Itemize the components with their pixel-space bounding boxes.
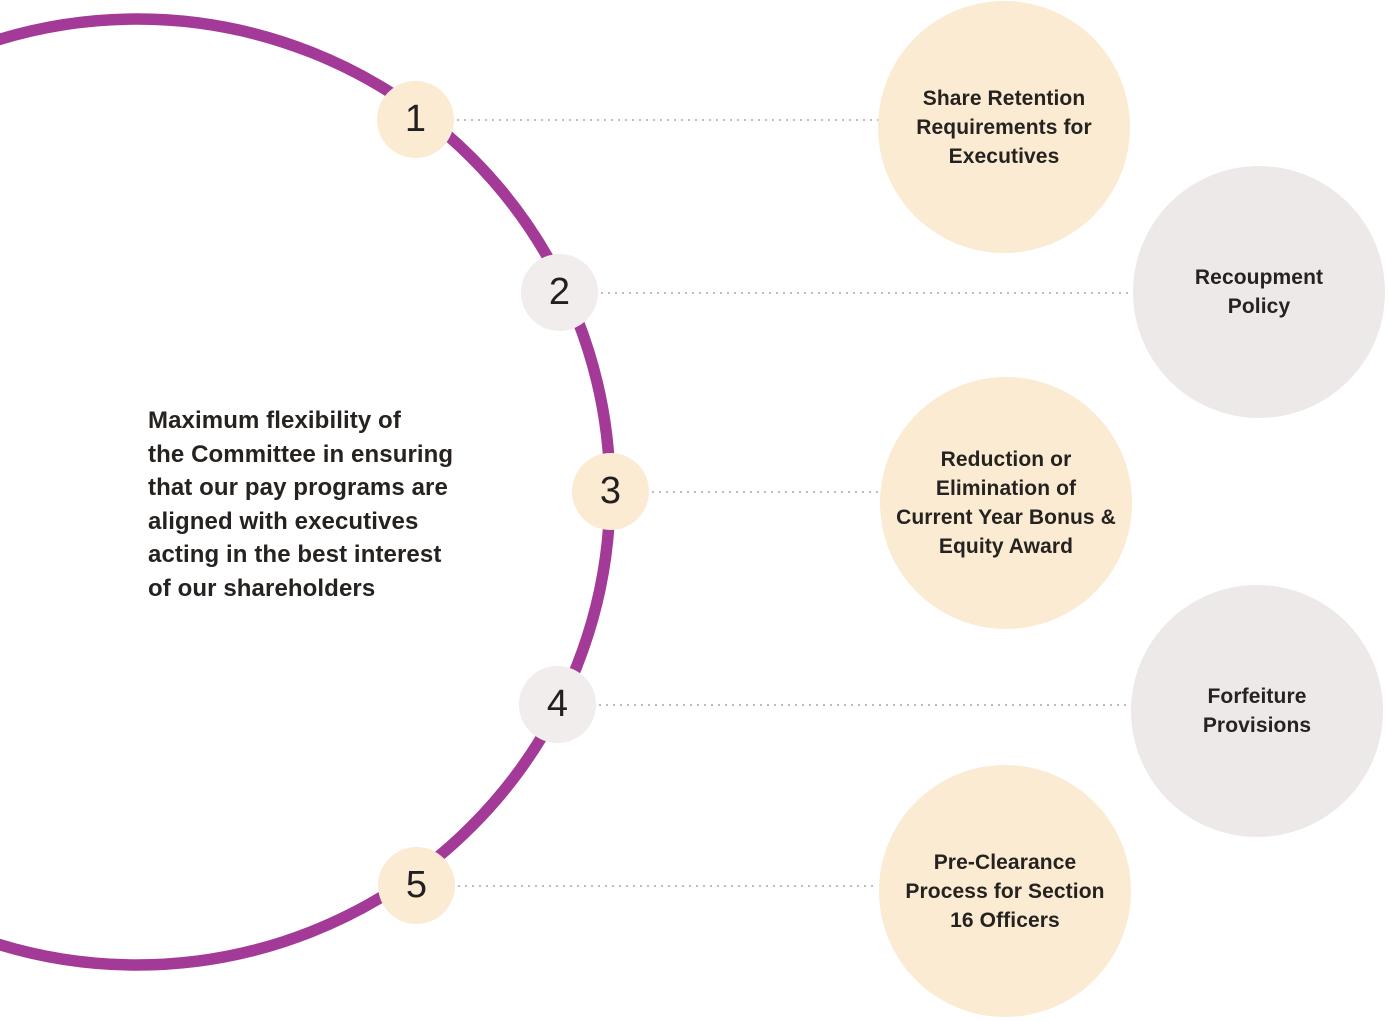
bubble-recoupment-policy: Recoupment Policy [1133,166,1385,418]
bubble-recoupment-policy-label: Recoupment Policy [1194,266,1324,318]
connector-line-3 [652,491,882,493]
bubble-pre-clearance-label: Pre-Clearance Process for Section 16 Off… [905,850,1105,932]
node-4: 4 [519,666,596,743]
bubble-share-retention: Share Retention Requirements for Executi… [878,1,1130,253]
node-3: 3 [572,453,649,530]
connector-line-5 [458,885,878,887]
bubble-pre-clearance: Pre-Clearance Process for Section 16 Off… [879,765,1131,1017]
connector-line-2 [601,292,1137,294]
bubble-share-retention-label: Share Retention Requirements for Executi… [916,86,1092,168]
node-5: 5 [378,847,455,924]
bubble-reduction-elimination-label: Reduction or Elimination of Current Year… [896,448,1116,558]
node-1-number: 1 [404,98,427,140]
bubble-reduction-elimination: Reduction or Elimination of Current Year… [880,377,1132,629]
node-3-number: 3 [599,470,622,512]
node-2: 2 [521,254,598,331]
connector-line-4 [599,704,1134,706]
center-statement: Maximum flexibility of the Committee in … [148,407,454,602]
node-5-number: 5 [405,864,428,906]
bubble-forfeiture-provisions: Forfeiture Provisions [1131,585,1383,837]
node-4-number: 4 [546,683,569,725]
connector-line-1 [457,119,881,121]
bubble-forfeiture-provisions-label: Forfeiture Provisions [1202,685,1312,737]
node-2-number: 2 [548,271,571,313]
node-1: 1 [377,81,454,158]
